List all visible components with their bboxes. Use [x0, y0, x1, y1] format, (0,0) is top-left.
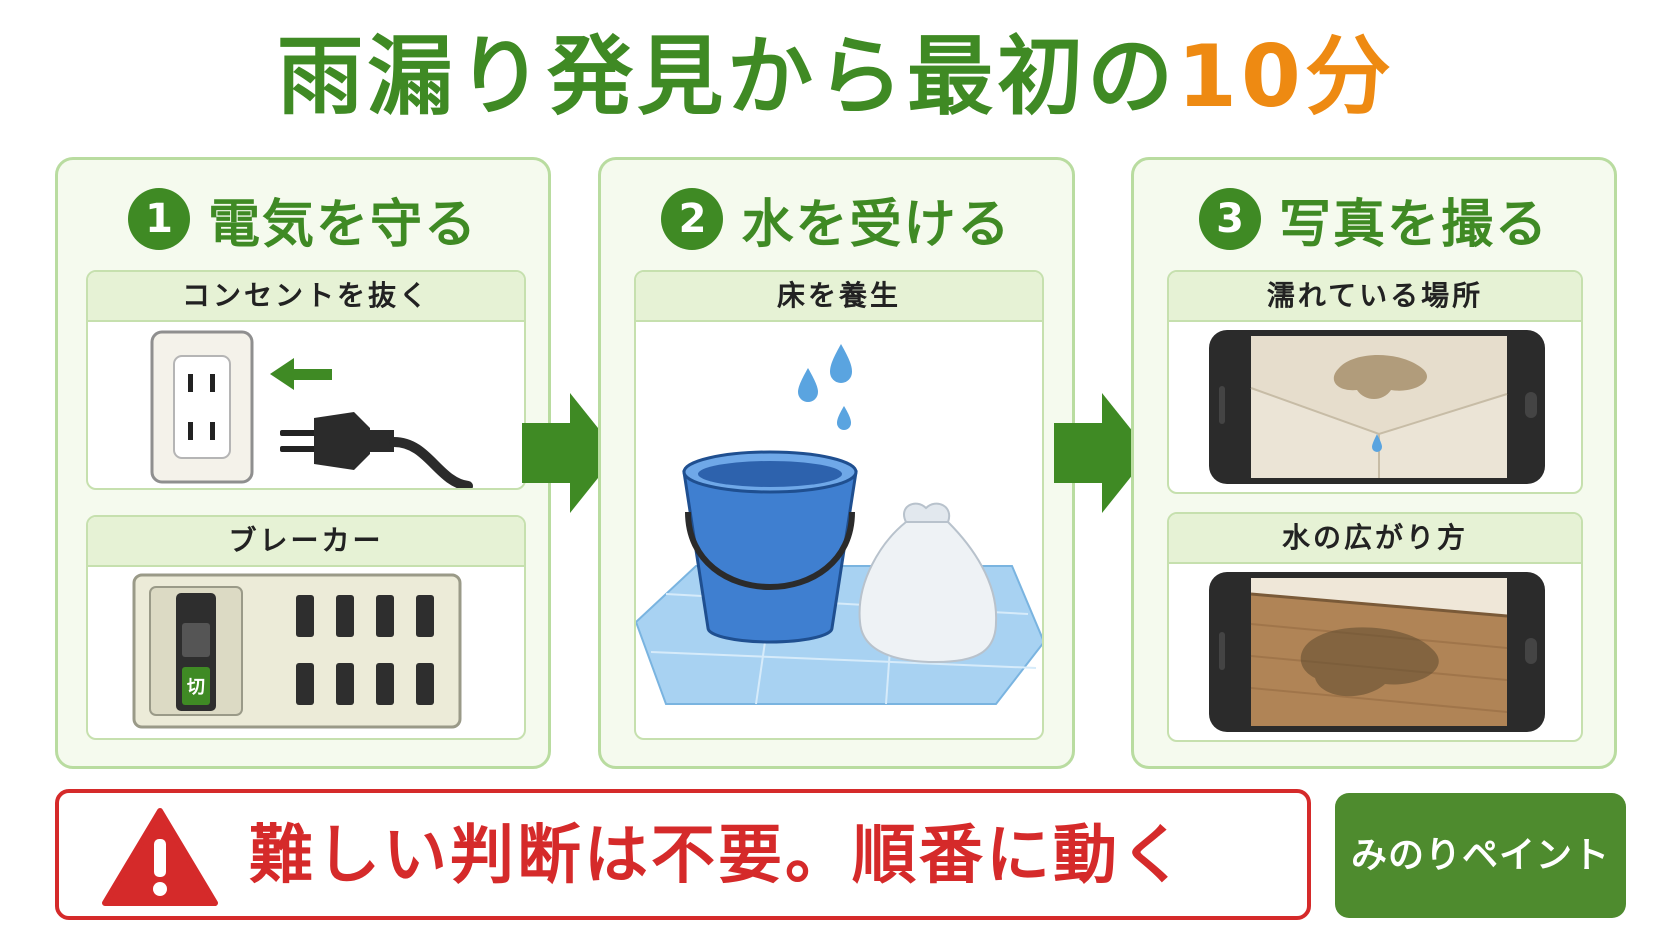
wall-outlet-icon	[150, 330, 254, 484]
breaker-off-label: 切	[187, 677, 205, 698]
step-number-3: 3	[1198, 188, 1261, 250]
warning-text: 難しい判断は不要。順番に動く	[249, 819, 1187, 893]
title-main: 雨漏り発見から最初の	[277, 27, 1178, 127]
panel-label-unplug: コンセントを抜く	[88, 272, 524, 322]
warning-banner: 難しい判断は不要。順番に動く	[55, 789, 1311, 920]
step-title-1: 電気を守る	[207, 194, 478, 255]
warning-icon	[102, 808, 218, 906]
panel-floor-protect: 床を養生	[634, 270, 1044, 740]
breaker-switches-icon	[296, 595, 434, 705]
phone-photo-floor	[1209, 572, 1545, 732]
step-card-1: 1 電気を守る コンセントを抜く	[55, 157, 551, 769]
panel-label-spread: 水の広がり方	[1169, 514, 1581, 564]
step-title-2: 水を受ける	[741, 194, 1012, 255]
outlet-plug-illustration	[150, 330, 473, 488]
plug-icon	[280, 412, 473, 488]
panel-breaker: ブレーカー 切	[86, 515, 526, 740]
unplug-arrow-icon	[270, 358, 332, 390]
bucket-icon	[682, 450, 858, 644]
step-card-2: 2 水を受ける 床を養生	[598, 157, 1075, 769]
step-number-2: 2	[661, 188, 724, 250]
step-header-2: 2 水を受ける	[601, 188, 1072, 255]
page-title: 雨漏り発見から最初の10分	[0, 22, 1672, 132]
panel-spread: 水の広がり方	[1167, 512, 1583, 742]
next-arrow-icon	[1054, 393, 1150, 513]
step-card-3: 3 写真を撮る 濡れている場所 水の広がり方	[1131, 157, 1617, 769]
bucket-illustration	[636, 344, 1042, 705]
water-drop-icon	[798, 344, 852, 430]
breaker-panel-illustration	[132, 573, 462, 729]
brand-badge: みのりペイント	[1335, 793, 1626, 918]
panel-wet-spot: 濡れている場所	[1167, 270, 1583, 494]
plastic-bag-icon	[858, 502, 998, 664]
panel-label-floor-protect: 床を養生	[636, 272, 1042, 322]
phone-photo-ceiling	[1209, 330, 1545, 484]
panel-label-breaker: ブレーカー	[88, 517, 524, 567]
title-accent: 10分	[1177, 27, 1395, 127]
step-header-3: 3 写真を撮る	[1134, 188, 1614, 255]
step-title-3: 写真を撮る	[1278, 194, 1549, 255]
panel-label-wet-spot: 濡れている場所	[1169, 272, 1581, 322]
step-header-1: 1 電気を守る	[58, 188, 548, 255]
panel-unplug: コンセントを抜く	[86, 270, 526, 490]
next-arrow-icon	[522, 393, 618, 513]
step-number-1: 1	[127, 188, 190, 250]
